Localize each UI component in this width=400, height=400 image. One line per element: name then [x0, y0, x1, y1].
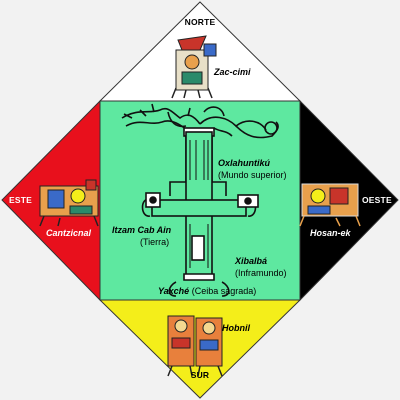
world-tree-name: Yaxché [158, 286, 190, 296]
south-label: SUR [190, 370, 210, 380]
east-deity-illustration [39, 179, 99, 227]
world-tree-desc: (Ceiba sagrada) [191, 286, 257, 296]
east-deity-label: Cantzicnal [46, 228, 92, 238]
west-deity-illustration [299, 183, 361, 227]
underworld-name: Xibalbá [235, 256, 268, 266]
upper-world-desc: (Mundo superior) [218, 170, 287, 180]
earth-name: Itzam Cab Ain [112, 225, 172, 235]
south-deity-illustration [167, 315, 223, 377]
south-deity-label: Hobnil [222, 323, 250, 333]
world-tree-caption: Yaxché (Ceiba sagrada) [158, 286, 256, 297]
west-label: OESTE [362, 195, 392, 205]
north-deity-illustration [171, 35, 217, 99]
north-deity-label: Zac-cimi [214, 67, 251, 77]
upper-world-name: Oxlahuntikú [218, 158, 271, 168]
west-deity-label: Hosan-ek [310, 228, 351, 238]
underworld-desc: (Inframundo) [235, 268, 287, 278]
world-tree-illustration [121, 103, 279, 297]
north-label: NORTE [184, 17, 216, 27]
earth-desc: (Tierra) [140, 237, 170, 247]
east-label: ESTE [9, 195, 33, 205]
